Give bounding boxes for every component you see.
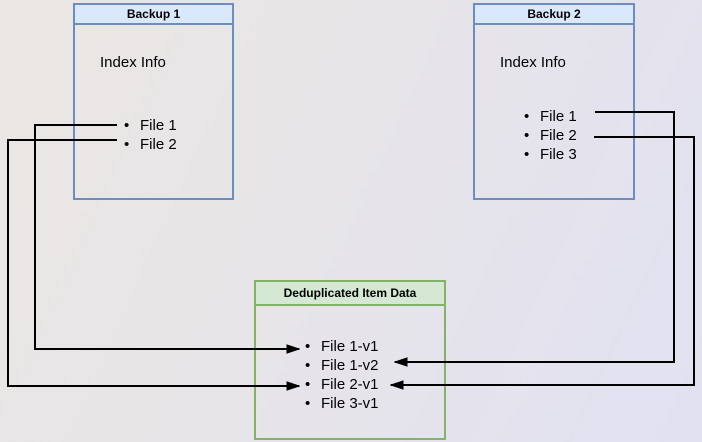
list-item: File 2 — [124, 135, 177, 154]
list-item: File 1-v2 — [305, 356, 379, 375]
backup1-index-info-label: Index Info — [100, 54, 166, 71]
list-item: File 1 — [124, 116, 177, 135]
backup2-index-info-label: Index Info — [500, 54, 566, 71]
list-item: File 2 — [524, 126, 577, 145]
backup1-title: Backup 1 — [75, 5, 232, 25]
list-item: File 3-v1 — [305, 394, 379, 413]
dedup-title: Deduplicated Item Data — [256, 282, 444, 306]
list-item: File 1-v1 — [305, 337, 379, 356]
list-item: File 3 — [524, 145, 577, 164]
backup1-box: Backup 1 — [73, 3, 234, 200]
backup2-title: Backup 2 — [475, 5, 633, 25]
backup1-file-list: File 1File 2 — [124, 116, 177, 154]
dedup-file-list: File 1-v1File 1-v2File 2-v1File 3-v1 — [305, 337, 379, 413]
backup2-file-list: File 1File 2File 3 — [524, 107, 577, 164]
list-item: File 1 — [524, 107, 577, 126]
backup2-box: Backup 2 — [473, 3, 635, 200]
list-item: File 2-v1 — [305, 375, 379, 394]
